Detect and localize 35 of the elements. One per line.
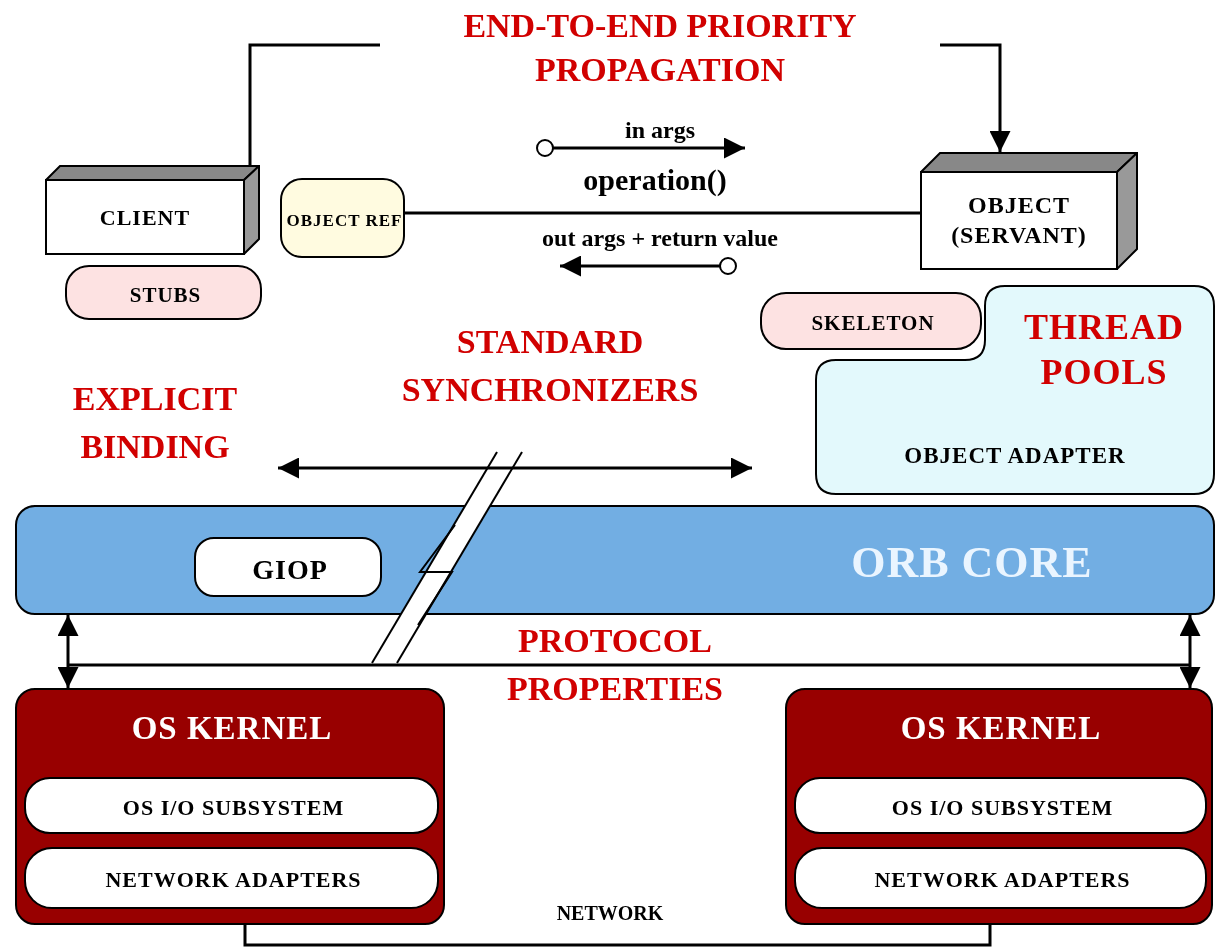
- box-label: CLIENT: [99, 203, 191, 232]
- box-label: SKELETON: [811, 310, 935, 336]
- arrow: [57, 615, 79, 688]
- annotation-text: STANDARD SYNCHRONIZERS: [400, 322, 700, 410]
- pill-box: [794, 847, 1207, 909]
- rounded-box: [194, 537, 382, 597]
- rounded-box: [760, 292, 982, 350]
- connector-line: [405, 211, 920, 215]
- arrow-label: out args + return value: [542, 224, 778, 253]
- panel: [785, 688, 1213, 925]
- rounded-box: [280, 178, 405, 258]
- arrow-label: in args: [625, 116, 695, 145]
- box-label: OBJECT (SERVANT): [950, 191, 1088, 250]
- pill-box: [24, 847, 439, 909]
- box-label: OBJECT REF: [286, 209, 403, 231]
- heading: THREAD POOLS: [1023, 305, 1185, 394]
- band: [15, 505, 1215, 615]
- box-label: GIOP: [252, 552, 328, 587]
- band-label: ORB CORE: [851, 536, 1093, 589]
- box-label: NETWORK ADAPTERS: [874, 866, 1131, 894]
- box-label: OS I/O SUBSYSTEM: [122, 793, 345, 822]
- panel: [15, 688, 445, 925]
- heading: OS KERNEL: [900, 708, 1102, 748]
- annotation-text: PROTOCOL PROPERTIES: [505, 621, 725, 709]
- box-label: OS I/O SUBSYSTEM: [891, 793, 1114, 822]
- box-label: OBJECT ADAPTER: [904, 441, 1126, 470]
- annotation-text: EXPLICIT BINDING: [71, 379, 239, 467]
- box-label: STUBS: [129, 281, 202, 308]
- connector-line: [243, 925, 992, 947]
- rounded-box: [65, 265, 262, 320]
- box-label: NETWORK ADAPTERS: [105, 866, 362, 894]
- pill-box: [24, 777, 439, 834]
- heading: OS KERNEL: [131, 708, 333, 748]
- pill-box: [794, 777, 1207, 834]
- arrow: [1179, 615, 1201, 688]
